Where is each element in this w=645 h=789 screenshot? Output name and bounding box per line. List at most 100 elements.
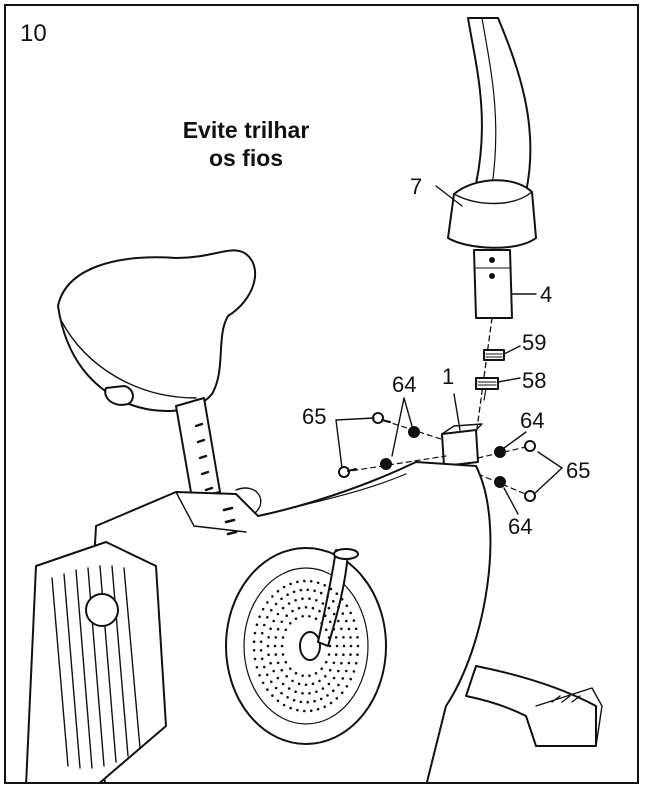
flywheel-perforation-dot xyxy=(286,593,289,596)
flywheel-perforation-dot xyxy=(306,700,310,704)
flywheel-perforation-dot xyxy=(306,588,310,592)
flywheel-perforation-dot xyxy=(301,692,304,695)
flywheel-perforation-dot xyxy=(270,680,273,684)
flywheel-perforation-dot xyxy=(309,709,313,712)
flywheel-perforation-dot xyxy=(266,601,269,604)
frame-stub xyxy=(441,429,479,467)
flywheel-perforation-dot xyxy=(274,686,278,690)
flywheel-perforation-dot xyxy=(320,667,324,670)
flywheel-perforation-dot xyxy=(321,687,325,690)
flywheel-perforation-dot xyxy=(261,681,265,685)
flywheel-perforation-dot xyxy=(352,670,356,673)
flywheel-perforation-dot xyxy=(352,619,356,622)
flywheel-perforation-dot xyxy=(303,579,306,583)
flywheel-perforation-dot xyxy=(296,580,299,584)
callout-part-64-left: 64 xyxy=(392,372,417,397)
flywheel-perforation-dot xyxy=(327,653,331,656)
flywheel-perforation-dot xyxy=(345,669,348,673)
flywheel-perforation-dot xyxy=(296,708,299,712)
seat-post xyxy=(175,397,221,499)
flywheel-perforation-dot xyxy=(340,661,343,665)
flywheel-perforation-dot xyxy=(332,661,336,665)
flywheel-perforation-dot xyxy=(263,623,266,627)
flywheel-perforation-dot xyxy=(304,683,308,687)
flywheel-perforation-dot xyxy=(341,677,345,680)
flywheel-perforation-dot xyxy=(337,619,340,623)
flywheel-perforation-dot xyxy=(318,609,321,613)
callout-part-4: 4 xyxy=(540,282,553,307)
flywheel-perforation-dot xyxy=(272,669,276,673)
upright-tube xyxy=(473,249,513,319)
flywheel-perforation-dot xyxy=(294,617,298,620)
flywheel-perforation-dot xyxy=(340,598,344,601)
flywheel-perforation-dot xyxy=(332,627,336,631)
flywheel-perforation-dot xyxy=(273,644,277,648)
callout-part-64-right-upper: 64 xyxy=(520,408,545,433)
flywheel-perforation-dot xyxy=(324,660,328,664)
wire-connector-59 xyxy=(483,349,505,361)
flywheel-perforation-dot xyxy=(301,674,304,677)
wire-connector-58 xyxy=(475,377,499,401)
flywheel-perforation-dot xyxy=(340,691,344,694)
flywheel-perforation-dot xyxy=(354,627,358,631)
flywheel-perforation-dot xyxy=(292,698,296,702)
callout-part-7: 7 xyxy=(410,174,423,199)
flywheel-perforation-dot xyxy=(341,612,345,615)
flywheel-perforation-dot xyxy=(276,661,280,665)
flywheel-perforation-dot xyxy=(266,688,269,691)
flywheel-perforation-dot xyxy=(289,622,292,625)
flywheel-perforation-dot xyxy=(342,644,346,648)
flywheel-perforation-dot xyxy=(345,619,348,623)
flywheel-perforation-dot xyxy=(263,665,266,669)
flywheel-perforation-dot xyxy=(309,580,313,583)
flywheel-perforation-dot xyxy=(284,660,288,664)
flywheel-perforation-dot xyxy=(337,669,340,673)
flywheel-perforation-dot xyxy=(342,653,345,656)
flywheel-perforation-dot xyxy=(266,644,270,648)
flywheel-perforation-dot xyxy=(291,679,294,683)
flywheel-perforation-dot xyxy=(308,692,311,695)
callout-part-65-left: 65 xyxy=(302,404,327,429)
flywheel-perforation-dot xyxy=(356,636,359,639)
flywheel-perforation-dot xyxy=(318,679,321,683)
flywheel-perforation-dot xyxy=(260,657,264,661)
flywheel-perforation-dot xyxy=(332,676,336,680)
flywheel-perforation-dot xyxy=(349,611,353,615)
flywheel-perforation-dot xyxy=(276,627,280,631)
flywheel-perforation-dot xyxy=(354,661,358,665)
flywheel-perforation-dot xyxy=(329,701,333,705)
flywheel-perforation-dot xyxy=(274,602,278,606)
flywheel-perforation-dot xyxy=(301,615,304,618)
housing-cap xyxy=(85,593,119,627)
flywheel-perforation-dot xyxy=(276,676,280,680)
flywheel-perforation-dot xyxy=(255,666,259,669)
wire-warning-line-2: os fios xyxy=(208,145,284,171)
flywheel-perforation-dot xyxy=(347,661,351,665)
flywheel-perforation-dot xyxy=(252,649,256,652)
flywheel-perforation-dot xyxy=(287,687,291,690)
flywheel-perforation-dot xyxy=(259,640,263,643)
flywheel-perforation-dot xyxy=(260,631,264,635)
flywheel-perforation-dot xyxy=(253,657,257,661)
flywheel-perforation-dot xyxy=(308,597,311,600)
flywheel-perforation-dot xyxy=(311,682,315,686)
flywheel-perforation-dot xyxy=(276,589,280,593)
flywheel-perforation-dot xyxy=(282,703,286,707)
flywheel-perforation-dot xyxy=(294,672,298,675)
upright-shroud xyxy=(447,179,537,249)
flywheel-perforation-dot xyxy=(320,622,324,625)
flywheel-perforation-dot xyxy=(326,694,329,697)
flywheel-perforation-dot xyxy=(345,685,349,688)
flywheel-perforation-dot xyxy=(297,606,301,610)
wire-warning-line-1: Evite trilhar xyxy=(182,117,310,143)
flywheel-perforation-dot xyxy=(345,604,349,607)
flywheel-perforation-dot xyxy=(313,699,316,703)
flywheel-perforation-dot xyxy=(280,620,284,624)
flywheel-perforation-dot xyxy=(272,619,276,623)
flywheel-perforation-dot xyxy=(294,690,297,693)
flywheel-perforation-dot xyxy=(327,682,331,686)
flywheel-perforation-dot xyxy=(328,644,332,648)
flywheel-perforation-dot xyxy=(326,595,329,598)
flywheel-perforation-dot xyxy=(334,636,338,639)
washer-64-left-upper xyxy=(408,426,420,438)
